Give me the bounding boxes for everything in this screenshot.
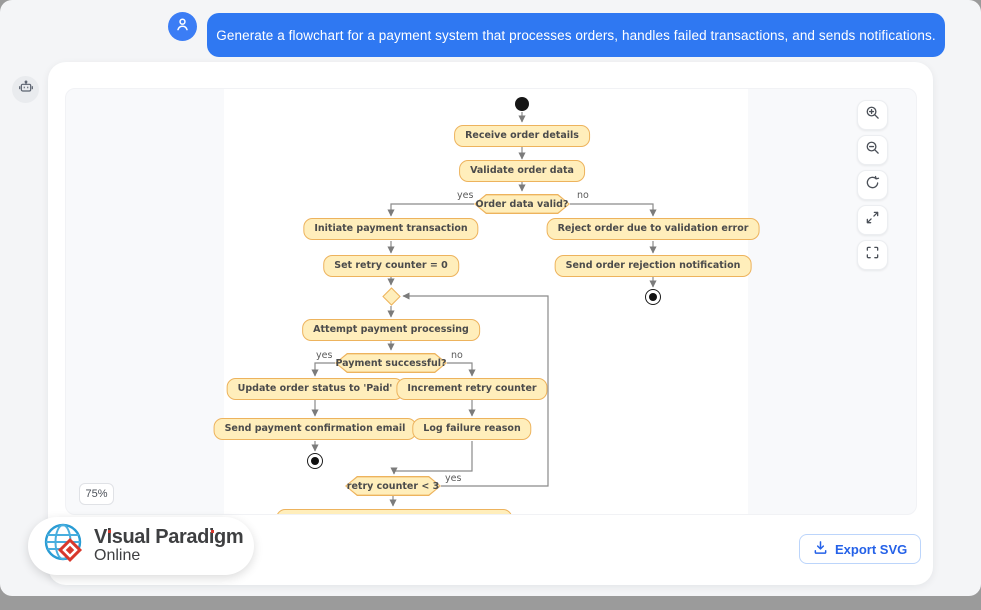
zoom-level-badge: 75% [79, 483, 114, 505]
order-data-valid[interactable]: Order data valid? [474, 194, 570, 214]
update-order-status-paid[interactable]: Update order status to 'Paid' [226, 378, 404, 401]
edge-valid-yes [387, 203, 474, 217]
reset-view-button[interactable] [857, 170, 888, 200]
expand-button[interactable] [857, 205, 888, 235]
send-order-rejection-notification[interactable]: Send order rejection notification [554, 255, 752, 278]
send-payment-confirmation-email[interactable]: Send payment confirmation email [213, 418, 417, 441]
label-yes-payment: yes [316, 350, 333, 361]
diagram-paper [224, 89, 748, 514]
attempt-payment-processing[interactable]: Attempt payment processing [302, 319, 480, 342]
logo-line1: Visual Paradigm [94, 526, 244, 549]
payment-successful[interactable]: Payment successful? [335, 353, 447, 373]
magnifier-minus-icon [865, 140, 880, 160]
zoom-in-button[interactable] [857, 100, 888, 130]
export-svg-label: Export SVG [835, 541, 908, 557]
zoom-out-button[interactable] [857, 135, 888, 165]
rotate-ccw-icon [865, 175, 880, 195]
chat-prompt-text: Generate a flowchart for a payment syste… [216, 27, 936, 43]
set-retry-counter[interactable]: Set retry counter = 0 [323, 255, 459, 278]
chat-prompt-bubble: Generate a flowchart for a payment syste… [207, 13, 945, 57]
logo-line2: Online [94, 547, 141, 565]
edge-valid-no [570, 203, 657, 217]
edge-log-retrycheck [390, 441, 473, 475]
visual-paradigm-logo[interactable]: Visual Paradigm Online [28, 517, 254, 575]
initiate-payment-transaction[interactable]: Initiate payment transaction [303, 218, 479, 241]
arrows-out-icon [865, 210, 880, 230]
export-svg-button[interactable]: Export SVG [799, 534, 922, 564]
assistant-avatar [12, 76, 39, 103]
edge-success-yes [311, 362, 335, 377]
update-order-status-payment-failed[interactable]: Update order status to 'Payment Failed' [276, 509, 512, 514]
download-icon [813, 540, 828, 558]
logo-red-dot [108, 530, 111, 534]
logo-red-dot [211, 530, 214, 534]
start-node[interactable] [515, 97, 529, 111]
logo-text: Visual Paradigm Online [94, 526, 244, 565]
validate-order-data[interactable]: Validate order data [459, 160, 585, 183]
zoom-level-value: 75% [85, 488, 108, 500]
merge-node[interactable] [381, 286, 401, 306]
end-node-paid[interactable] [307, 453, 323, 469]
label-yes-order-valid: yes [457, 190, 474, 201]
app-window: Generate a flowchart for a payment syste… [0, 0, 981, 596]
corner-brackets-icon [865, 245, 880, 265]
robot-icon [18, 79, 34, 100]
fit-to-screen-button[interactable] [857, 240, 888, 270]
receive-order-details[interactable]: Receive order details [454, 125, 590, 148]
edge-success-no [447, 362, 476, 377]
end-node-rejected[interactable] [645, 289, 661, 305]
label-no-order-valid: no [577, 190, 589, 201]
edge-retry-yes-loop [402, 292, 549, 487]
log-failure-reason[interactable]: Log failure reason [412, 418, 532, 441]
user-avatar [168, 12, 197, 41]
label-no-payment: no [451, 350, 463, 361]
reject-order-validation-error[interactable]: Reject order due to validation error [546, 218, 760, 241]
retry-counter-lt-3[interactable]: retry counter < 3 [345, 476, 441, 496]
globe-vp-icon [43, 522, 87, 571]
magnifier-plus-icon [865, 105, 880, 125]
increment-retry-counter[interactable]: Increment retry counter [396, 378, 548, 401]
person-icon [175, 17, 190, 37]
label-yes-retry: yes [445, 473, 462, 484]
diagram-edges [311, 112, 657, 507]
